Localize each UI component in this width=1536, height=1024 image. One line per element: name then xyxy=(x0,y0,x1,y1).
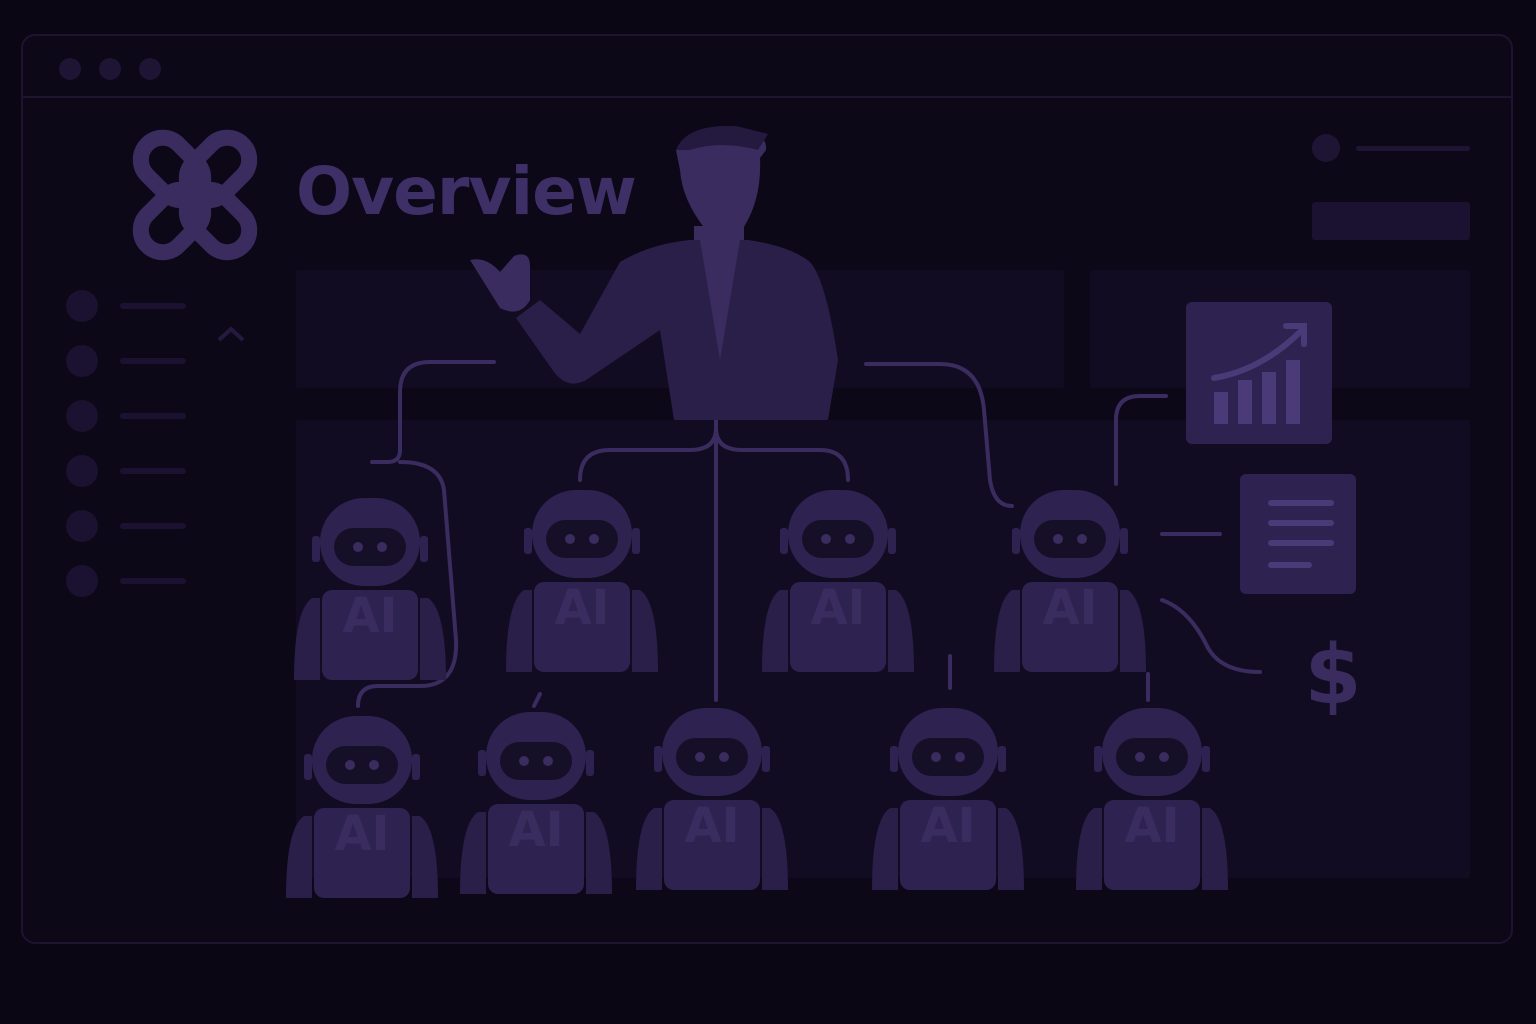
robot-label: AI xyxy=(334,806,390,862)
brand-logo xyxy=(132,129,258,261)
sidebar-item-label xyxy=(120,303,186,309)
presenter-figure xyxy=(470,125,838,420)
robot-label: AI xyxy=(508,802,564,858)
page-title: Overview xyxy=(296,153,637,230)
robot-label: AI xyxy=(920,798,976,854)
avatar[interactable] xyxy=(1312,134,1340,162)
window-dot-minimize[interactable] xyxy=(99,58,121,80)
avatar-icon xyxy=(66,565,98,597)
avatar-icon xyxy=(66,455,98,487)
avatar-icon xyxy=(66,345,98,377)
window-dot-close[interactable] xyxy=(59,58,81,80)
dollar-icon: $ xyxy=(1304,628,1362,723)
robot-label: AI xyxy=(342,588,398,644)
robot-label: AI xyxy=(1124,798,1180,854)
avatar-icon xyxy=(66,510,98,542)
growth-chart-icon xyxy=(1186,302,1332,444)
robot-label: AI xyxy=(810,580,866,636)
chevron-up-icon[interactable] xyxy=(216,324,246,344)
avatar-icon xyxy=(66,290,98,322)
sidebar-item-label xyxy=(120,523,186,529)
window-dot-maximize[interactable] xyxy=(139,58,161,80)
top-action-button[interactable] xyxy=(1312,202,1470,240)
sidebar-item-label xyxy=(120,468,186,474)
sidebar-item[interactable] xyxy=(66,290,196,326)
sidebar-item[interactable] xyxy=(66,510,196,546)
robot-label: AI xyxy=(684,798,740,854)
document-icon xyxy=(1240,474,1356,594)
sidebar-item[interactable] xyxy=(66,455,196,491)
sidebar-item-label xyxy=(120,358,186,364)
avatar-icon xyxy=(66,400,98,432)
sidebar-item-label xyxy=(120,413,186,419)
robot-label: AI xyxy=(1042,580,1098,636)
sidebar-item[interactable] xyxy=(66,400,196,436)
user-name-placeholder xyxy=(1356,146,1470,151)
sidebar-item[interactable] xyxy=(66,565,196,601)
sidebar-item[interactable] xyxy=(66,345,196,381)
robot-label: AI xyxy=(554,580,610,636)
sidebar-item-label xyxy=(120,578,186,584)
title-bar xyxy=(23,36,1511,98)
